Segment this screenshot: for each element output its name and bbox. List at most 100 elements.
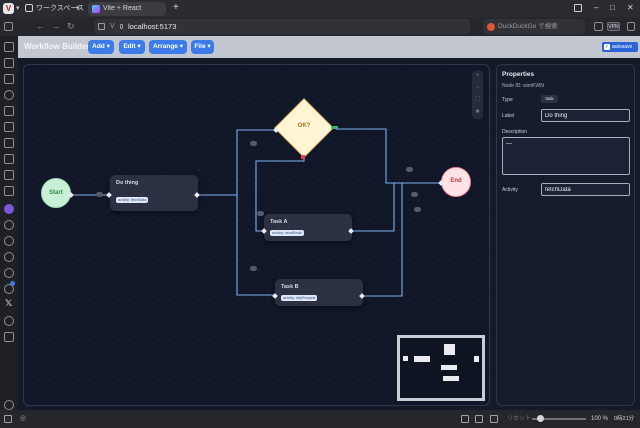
- edge-label-handle[interactable]: [250, 141, 257, 146]
- zoom-reset-button[interactable]: リセット: [507, 416, 532, 422]
- panel-toggle-icon[interactable]: [4, 415, 12, 423]
- chevron-down-icon[interactable]: ▾: [76, 5, 80, 12]
- minimize-icon[interactable]: –: [594, 3, 599, 12]
- reading-list-icon[interactable]: [4, 58, 14, 68]
- web-panel-icon[interactable]: [4, 316, 14, 326]
- extensions-icon[interactable]: [627, 22, 635, 31]
- zoom-slider-thumb[interactable]: [537, 415, 544, 422]
- workflow-canvas[interactable]: Start Do thing activity: fetchData OK? T…: [23, 64, 490, 406]
- vite-favicon-icon: [92, 5, 100, 13]
- edge-label-handle[interactable]: [414, 207, 421, 212]
- type-value: task: [541, 95, 558, 103]
- history-icon[interactable]: [4, 90, 14, 100]
- chevron-down-icon[interactable]: ▾: [16, 5, 20, 12]
- add-panel-icon[interactable]: [4, 332, 14, 342]
- reader-icon[interactable]: [594, 22, 603, 31]
- maximize-icon[interactable]: □: [610, 3, 615, 12]
- activity-pill: activity: fetchData: [116, 197, 149, 203]
- reload-icon[interactable]: ↻: [67, 21, 75, 31]
- activity-pill: activity: httpRequest: [281, 295, 318, 301]
- browser-menu-button[interactable]: V: [3, 3, 14, 14]
- url-field[interactable]: V localhost:5173: [94, 19, 470, 34]
- web-panel-icon[interactable]: [4, 268, 14, 278]
- node-start[interactable]: Start: [41, 178, 71, 208]
- decision-true-port[interactable]: [331, 126, 338, 129]
- tiling-icon[interactable]: [475, 415, 483, 423]
- bookmark-icon[interactable]: [98, 23, 105, 30]
- workspace-label[interactable]: ワークスペース: [36, 5, 84, 12]
- edge-label-handle[interactable]: [411, 192, 418, 197]
- translate-icon[interactable]: [4, 138, 14, 148]
- forward-icon[interactable]: →: [51, 21, 60, 31]
- add-menu-button[interactable]: Add ▾: [88, 40, 114, 54]
- search-placeholder: DuckDuckGo で検索: [498, 23, 558, 30]
- type-label: Type: [502, 97, 513, 103]
- mastodon-icon[interactable]: [4, 204, 14, 214]
- edge-label-handle[interactable]: [96, 192, 103, 197]
- lock-button[interactable]: ■: [475, 109, 480, 115]
- label-input[interactable]: [541, 109, 630, 122]
- minimap-node-task-a: [441, 365, 457, 370]
- minimap[interactable]: [397, 335, 485, 401]
- address-bar-row: ← → ↻ V localhost:5173 DuckDuckGo で検索 VP…: [0, 17, 640, 36]
- zoom-controls: + − ⛶ ■: [472, 71, 483, 119]
- checkbox-checked-icon[interactable]: ✓: [604, 44, 610, 50]
- minimap-node-end: [474, 356, 479, 362]
- zoom-out-button[interactable]: −: [475, 85, 480, 91]
- sidebar-toggle-icon[interactable]: [4, 22, 13, 31]
- zoom-level: 100 %: [591, 416, 609, 422]
- file-menu-button[interactable]: File ▾: [191, 40, 214, 54]
- close-icon[interactable]: ✕: [627, 3, 634, 12]
- minimap-node-task-b: [443, 376, 459, 381]
- cloud-icon[interactable]: ◎: [20, 415, 27, 422]
- sync-icon[interactable]: [4, 154, 14, 164]
- autosave-toggle[interactable]: ✓ autosave: [602, 42, 638, 52]
- zoom-slider[interactable]: [532, 418, 586, 420]
- node-title: Task B: [281, 284, 299, 290]
- calendar-icon[interactable]: [4, 186, 14, 196]
- fit-view-button[interactable]: ⛶: [475, 97, 480, 103]
- minimap-node-start: [403, 356, 408, 361]
- edge-label-handle[interactable]: [406, 167, 413, 172]
- edge-label-handle[interactable]: [257, 211, 264, 216]
- node-do-thing[interactable]: Do thing activity: fetchData: [110, 175, 198, 211]
- arrange-menu-button[interactable]: Arrange ▾: [149, 40, 187, 54]
- edge-label-handle[interactable]: [250, 266, 257, 271]
- node-task-a[interactable]: Task A activity: sendEmail: [264, 214, 352, 241]
- clock: 0時21分: [614, 416, 635, 422]
- workflow-app: Workflow Builder Add ▾ Edit ▾ Arrange ▾ …: [18, 36, 640, 410]
- search-field[interactable]: DuckDuckGo で検索: [483, 19, 585, 34]
- web-panel-icon[interactable]: [4, 220, 14, 230]
- activity-pill: activity: sendEmail: [270, 230, 304, 236]
- description-textarea[interactable]: —: [502, 137, 630, 175]
- workspace-icon[interactable]: [25, 4, 33, 12]
- decision-false-port[interactable]: [301, 155, 305, 159]
- bookmarks-icon[interactable]: [4, 42, 14, 52]
- activity-input[interactable]: [541, 183, 630, 196]
- x-icon[interactable]: 𝕏: [5, 298, 13, 308]
- node-end[interactable]: End: [441, 167, 471, 197]
- back-icon[interactable]: ←: [36, 21, 45, 31]
- window-panel-icon[interactable]: [4, 122, 14, 132]
- notes-icon[interactable]: [4, 106, 14, 116]
- image-toggle-icon[interactable]: [490, 415, 498, 423]
- web-panel-icon[interactable]: [4, 236, 14, 246]
- browser-status-bar: ◎ リセット 100 % 0時21分: [0, 410, 640, 428]
- capture-icon[interactable]: [461, 415, 469, 423]
- settings-gear-icon[interactable]: [4, 400, 14, 410]
- downloads-icon[interactable]: [4, 74, 14, 84]
- tab-vite-react[interactable]: Vite + React: [88, 2, 166, 16]
- trash-icon[interactable]: [574, 4, 582, 12]
- site-info-icon[interactable]: [120, 24, 123, 29]
- edge-decision-to-task-a: [255, 159, 305, 232]
- duckduckgo-icon: [487, 22, 495, 31]
- mail-icon[interactable]: [4, 170, 14, 180]
- zoom-in-button[interactable]: +: [475, 73, 480, 79]
- vpn-badge[interactable]: VPN: [607, 22, 620, 31]
- web-panel-icon[interactable]: [4, 284, 14, 294]
- node-task-b[interactable]: Task B activity: httpRequest: [275, 279, 363, 306]
- edit-menu-button[interactable]: Edit ▾: [119, 40, 145, 54]
- activity-label: Activity: [502, 187, 518, 193]
- new-tab-button[interactable]: +: [173, 2, 179, 13]
- web-panel-icon[interactable]: [4, 252, 14, 262]
